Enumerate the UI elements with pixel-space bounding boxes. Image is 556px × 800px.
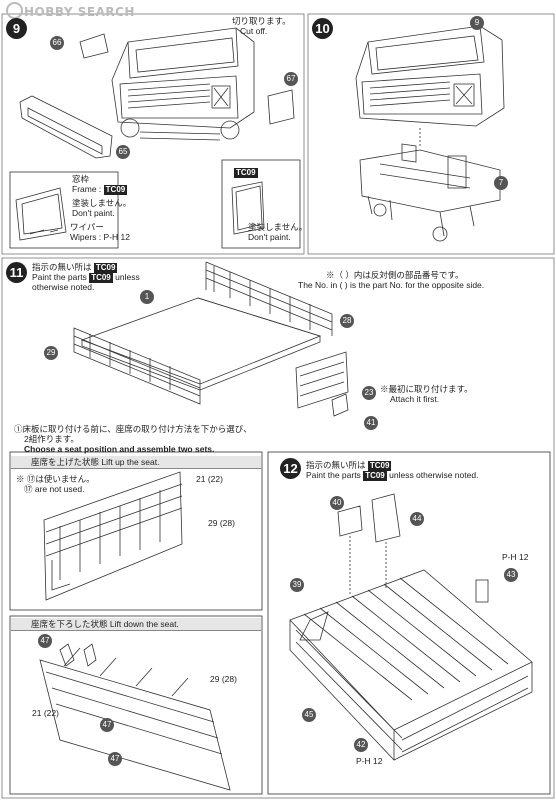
window-frame-en-text: Frame : — [72, 184, 102, 194]
instr-en-text-2: unless — [115, 272, 140, 282]
step11-instr-jp: 指示の無い所は TC09 — [32, 262, 118, 273]
part-callout: 39 — [290, 578, 304, 592]
part-callout: 23 — [362, 386, 376, 400]
part-callout: 40 — [330, 496, 344, 510]
step11-bed-drawing — [73, 261, 349, 417]
choose-seat-en: Choose a seat position and assemble two … — [24, 444, 215, 454]
instr-jp-text: 指示の無い所は — [306, 460, 366, 470]
part-callout: 67 — [284, 72, 298, 86]
part-65-drawing — [19, 95, 113, 159]
part-callout: 66 — [50, 36, 64, 50]
part-callout-label: 21 (22) — [196, 474, 223, 484]
lift-down-box — [9, 615, 263, 795]
part-callout: 44 — [410, 512, 424, 526]
part-callout: 29 — [44, 346, 58, 360]
attach-first-jp: ※最初に取り付けます。 — [380, 384, 473, 394]
step12-bed-drawing — [289, 493, 533, 762]
step9-detail-box-left — [9, 171, 119, 249]
part-callout-label: 21 (22) — [32, 708, 59, 718]
part-66-drawing — [79, 33, 109, 59]
part-callout: 9 — [470, 16, 484, 30]
step-12-number: 12 — [280, 458, 301, 479]
wipers-en: Wipers : P-H 12 — [70, 232, 130, 242]
dont-paint2-en: Don't paint. — [248, 232, 291, 242]
part-67-drawing — [267, 89, 295, 125]
step10-cab-drawing — [355, 25, 505, 127]
step9-cab-drawing — [111, 27, 255, 141]
color-tag: TC09 — [93, 263, 118, 273]
part-callout: 28 — [340, 314, 354, 328]
color-tag: TC09 — [363, 471, 387, 481]
part-ref: P-H 12 — [356, 756, 383, 766]
lift-up-seat-drawing — [43, 471, 183, 601]
dont-paint-jp: 塗装しません。 — [72, 198, 132, 208]
cut-off-jp: 切り取ります。 — [232, 16, 291, 26]
part-callout-label: 29 (28) — [208, 518, 235, 528]
color-tag: TC09 — [89, 273, 113, 283]
window-frame-jp: 窓枠 — [72, 174, 90, 184]
logo-text: HOBBY SEARCH — [24, 5, 135, 19]
instr-en-text-1: Paint the parts — [32, 272, 87, 282]
dont-paint-en: Don't paint. — [72, 208, 115, 218]
color-tag: TC09 — [367, 461, 392, 471]
instr-en-text-1: Paint the parts — [306, 470, 361, 480]
step12-instr-jp: 指示の無い所は TC09 — [306, 460, 392, 471]
step11-frame — [1, 257, 555, 799]
step9-frame — [1, 13, 305, 255]
step12-instr-en: Paint the parts TC09 unless otherwise no… — [306, 470, 478, 481]
window-frame-en: Frame : TC09 — [72, 184, 128, 195]
color-tag: TC09 — [234, 168, 258, 178]
opposite-side-note-en: The No. in ( ) is the part No. for the o… — [298, 280, 485, 290]
part-ref: P-H 12 — [502, 552, 529, 562]
not-used-jp: ※ ⑰は使いません。 — [16, 474, 95, 484]
wipers-jp: ワイパー — [70, 222, 104, 232]
step10-frame — [307, 13, 555, 255]
lift-down-header: 座席を下ろした状態 Lift down the seat. — [11, 618, 261, 631]
wipers-en-text: Wipers : — [70, 232, 102, 242]
step-10-number: 10 — [312, 18, 333, 39]
part-callout: 65 — [116, 145, 130, 159]
dont-paint2-jp: 塗装しません。 — [248, 222, 308, 232]
cut-off-en: Cut off. — [240, 26, 268, 36]
part-callout-label: 29 (28) — [210, 674, 237, 684]
part-callout: 45 — [302, 708, 316, 722]
part-callout: 47 — [38, 634, 52, 648]
step10-chassis-drawing — [359, 143, 501, 242]
instr-en-text-2: unless otherwise noted. — [389, 470, 479, 480]
choose-seat-jp-2: 2組作ります。 — [24, 434, 79, 444]
step11-instr-en: Paint the parts TC09 unless — [32, 272, 140, 283]
step-9-number: 9 — [6, 18, 27, 39]
part-callout: 41 — [364, 416, 378, 430]
lift-down-seat-drawing — [39, 643, 231, 791]
logo-circle-icon — [6, 2, 23, 19]
part-callout: 47 — [100, 718, 114, 732]
color-tag: TC09 — [103, 185, 128, 195]
step-11-number: 11 — [6, 262, 27, 283]
wipers-part-ref: P-H 12 — [103, 232, 131, 242]
choose-seat-jp-1: ①床板に取り付ける前に、座席の取り付け方法を下から選び、 — [14, 424, 252, 434]
attach-first-en: Attach it first. — [390, 394, 440, 404]
instr-jp-text: 指示の無い所は — [32, 262, 92, 272]
not-used-en: ⑰ are not used. — [24, 484, 85, 494]
opposite-side-note-jp: ※（ ）内は反対側の部品番号です。 — [326, 270, 464, 280]
lift-up-header: 座席を上げた状態 Lift up the seat. — [11, 456, 261, 469]
step11-instr-en-3: otherwise noted. — [32, 282, 95, 292]
part-callout: 42 — [354, 738, 368, 752]
part-callout: 47 — [108, 752, 122, 766]
part-callout: 7 — [494, 176, 508, 190]
site-logo: HOBBY SEARCH — [6, 2, 135, 19]
part-callout: 1 — [140, 290, 154, 304]
part-callout: 43 — [504, 568, 518, 582]
